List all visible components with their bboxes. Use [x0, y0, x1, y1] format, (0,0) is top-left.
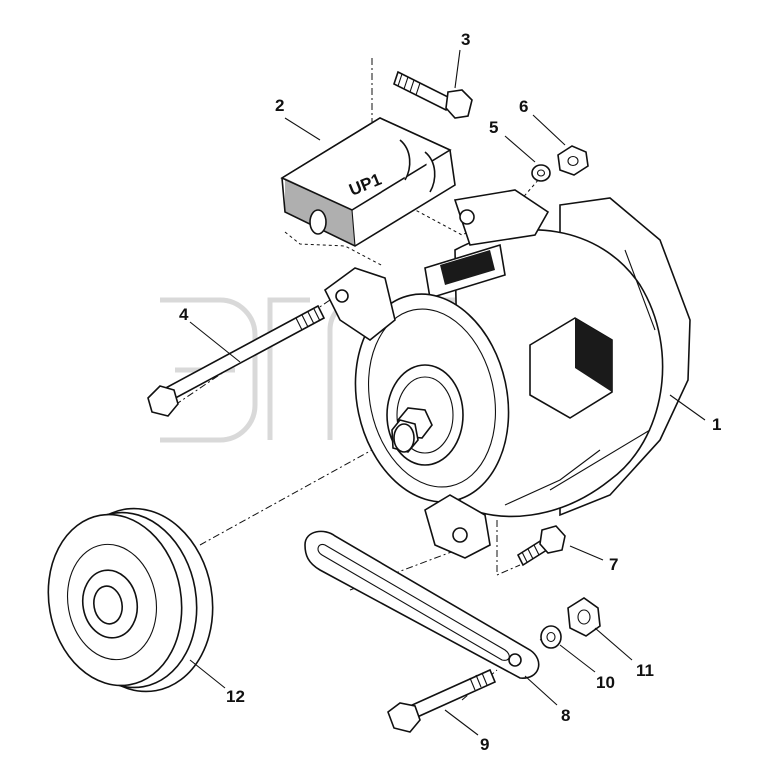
leader-lines [189, 49, 706, 736]
upper-bolt [393, 70, 473, 119]
callout-8: 8 [561, 706, 570, 725]
callout-4: 4 [179, 305, 189, 324]
adjust-bolt [516, 525, 566, 567]
pulley [47, 507, 214, 693]
nut-lower [567, 597, 601, 637]
washer-lower [540, 625, 562, 649]
mounting-bracket: UP1 [280, 117, 456, 247]
long-bolt [147, 304, 326, 417]
lower-bolt [387, 668, 497, 733]
adjuster-strap [304, 530, 540, 679]
callout-5: 5 [489, 118, 498, 137]
callout-9: 9 [480, 735, 489, 754]
callout-3: 3 [461, 30, 470, 49]
callout-labels: 1 2 3 4 5 6 7 8 9 10 11 12 [179, 30, 721, 754]
callout-10: 10 [596, 673, 615, 692]
callout-11: 11 [636, 661, 654, 680]
callout-7: 7 [609, 555, 618, 574]
washer-small [531, 164, 551, 182]
alternator-body [323, 189, 691, 559]
callout-2: 2 [275, 96, 284, 115]
nut-small [557, 145, 589, 176]
callout-12: 12 [226, 687, 245, 706]
callout-6: 6 [519, 97, 528, 116]
callout-1: 1 [712, 415, 721, 434]
